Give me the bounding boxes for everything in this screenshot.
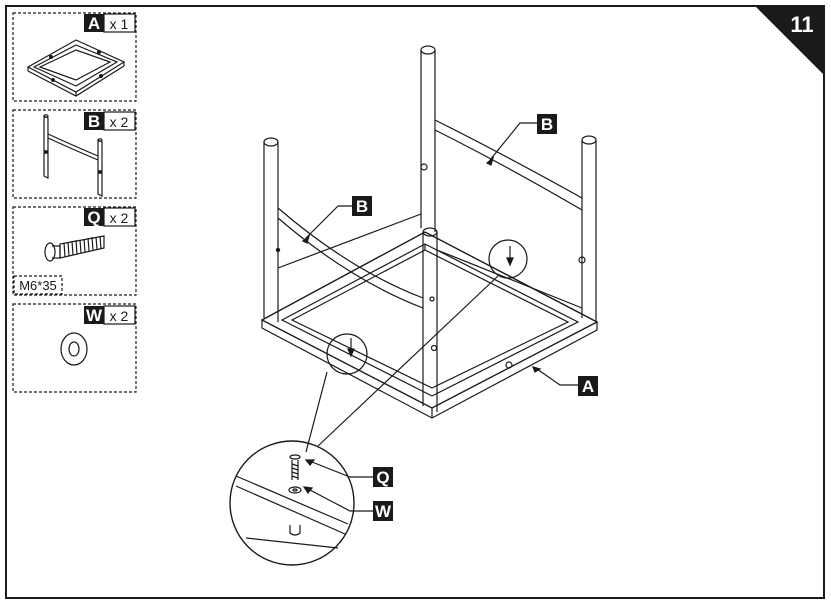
part-q-spec: M6*35 <box>19 278 57 293</box>
step-badge: 11 <box>755 6 824 75</box>
detail-circle-right <box>488 239 528 279</box>
seat-frame <box>260 231 599 419</box>
callout-b-top: B <box>537 114 557 134</box>
part-a-letter: A <box>88 14 100 33</box>
callout-w: W <box>373 501 393 521</box>
callout-q: Q <box>373 467 393 487</box>
rail-front <box>277 207 424 309</box>
callout-b-left-label: B <box>356 197 368 216</box>
part-a-qty: x 1 <box>110 16 129 32</box>
callout-a: A <box>578 376 598 396</box>
bolt-detail <box>289 454 301 480</box>
page-frame <box>5 5 825 599</box>
part-q-qty: x 2 <box>110 210 129 226</box>
leg-back <box>420 45 436 232</box>
leg-front <box>422 227 438 412</box>
part-b-illustration <box>43 114 103 197</box>
part-w-box: W x 2 <box>12 303 137 393</box>
part-b-qty: x 2 <box>110 114 129 130</box>
callout-a-label: A <box>582 377 594 396</box>
callout-b-left: B <box>352 196 372 216</box>
detail-circle-left <box>326 333 368 375</box>
part-b-letter: B <box>88 112 100 131</box>
callout-b-top-label: B <box>541 115 553 134</box>
part-q-illustration <box>44 235 105 262</box>
part-q-letter: Q <box>87 208 100 227</box>
part-b-box: B x 2 <box>12 109 137 199</box>
part-q-box: Q x 2 M6*35 <box>12 206 137 296</box>
part-w-qty: x 2 <box>110 308 129 324</box>
zoom-detail <box>229 440 355 566</box>
part-a-illustration <box>26 39 126 97</box>
leg-right <box>578 135 597 322</box>
callout-w-label: W <box>375 502 392 521</box>
washer-detail <box>288 486 302 494</box>
part-w-illustration <box>60 332 88 366</box>
callout-leaders <box>301 122 578 512</box>
part-w-letter: W <box>86 306 103 325</box>
rail-back <box>434 119 583 211</box>
callout-q-label: Q <box>376 468 389 487</box>
part-a-box: A x 1 <box>12 12 137 102</box>
stool-assembly <box>260 45 599 453</box>
step-number: 11 <box>790 12 813 37</box>
leg-left <box>263 137 281 322</box>
